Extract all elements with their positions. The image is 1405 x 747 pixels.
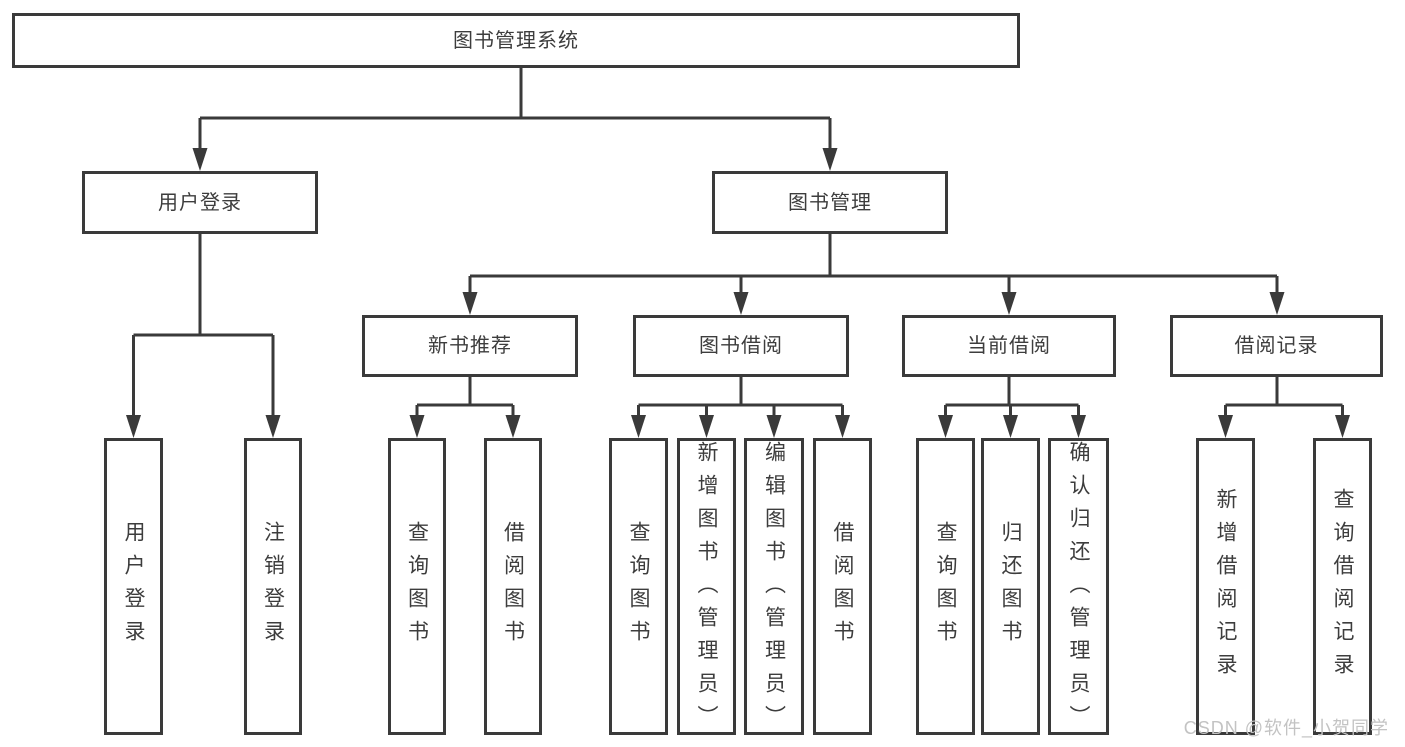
node-current-borrowing: 当前借阅 bbox=[902, 315, 1116, 377]
leaf-query-books-recommend: 查询图书 bbox=[388, 438, 446, 735]
leaf-borrow-books-recommend: 借阅图书 bbox=[484, 438, 542, 735]
csdn-watermark: CSDN @软件_小贺同学 bbox=[1183, 718, 1389, 738]
leaf-edit-books-admin: 编辑图书（管理员） bbox=[744, 438, 804, 738]
leaf-add-books-admin: 新增图书（管理员） bbox=[677, 438, 736, 738]
node-new-book-recommend: 新书推荐 bbox=[362, 315, 578, 377]
node-user-login: 用户登录 bbox=[82, 171, 318, 234]
node-borrow-records: 借阅记录 bbox=[1170, 315, 1383, 377]
leaf-user-login: 用户登录 bbox=[104, 438, 163, 735]
leaf-query-books-current: 查询图书 bbox=[916, 438, 975, 735]
leaf-confirm-return-admin: 确认归还（管理员） bbox=[1048, 438, 1109, 738]
leaf-return-books: 归还图书 bbox=[981, 438, 1040, 735]
node-book-borrowing: 图书借阅 bbox=[633, 315, 849, 377]
leaf-add-borrow-record: 新增借阅记录 bbox=[1196, 438, 1255, 735]
leaf-query-borrow-record: 查询借阅记录 bbox=[1313, 438, 1372, 735]
node-root-library-system: 图书管理系统 bbox=[12, 13, 1020, 68]
leaf-query-books-borrowing: 查询图书 bbox=[609, 438, 668, 735]
leaf-logout: 注销登录 bbox=[244, 438, 302, 735]
node-book-management: 图书管理 bbox=[712, 171, 948, 234]
leaf-borrow-books-borrowing: 借阅图书 bbox=[813, 438, 872, 735]
